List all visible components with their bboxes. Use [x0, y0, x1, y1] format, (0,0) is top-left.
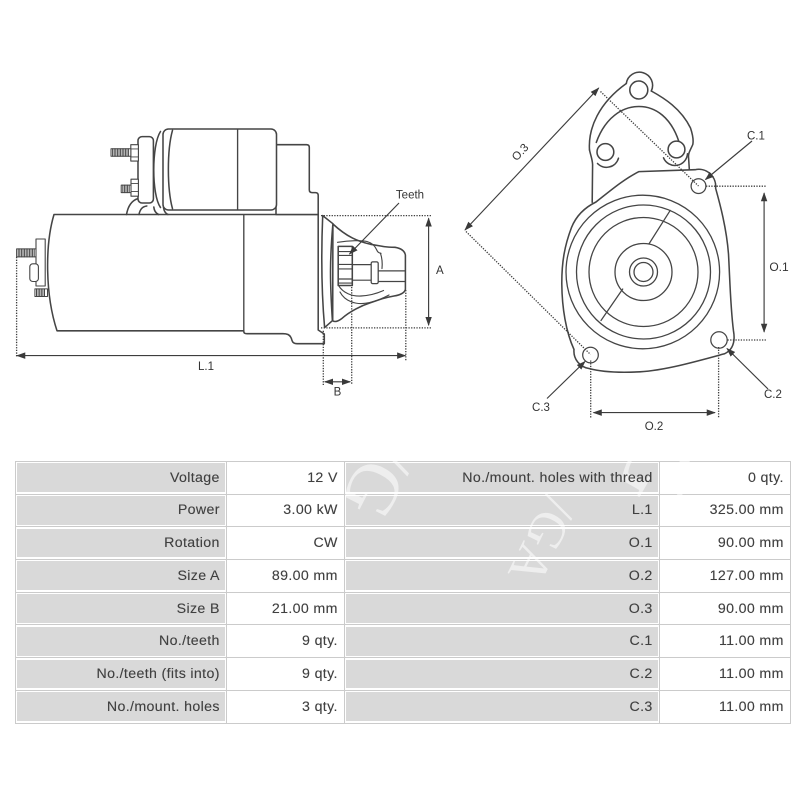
- svg-text:O.3: O.3: [510, 142, 531, 164]
- svg-text:Teeth: Teeth: [396, 190, 424, 202]
- svg-text:A: A: [436, 265, 444, 277]
- svg-text:C.3: C.3: [532, 402, 550, 414]
- svg-text:O.1: O.1: [769, 260, 789, 274]
- svg-text:C.1: C.1: [747, 131, 765, 143]
- svg-text:B: B: [334, 387, 342, 399]
- svg-text:L.1: L.1: [198, 361, 214, 373]
- svg-text:O.2: O.2: [645, 421, 664, 433]
- svg-text:C.2: C.2: [764, 389, 782, 401]
